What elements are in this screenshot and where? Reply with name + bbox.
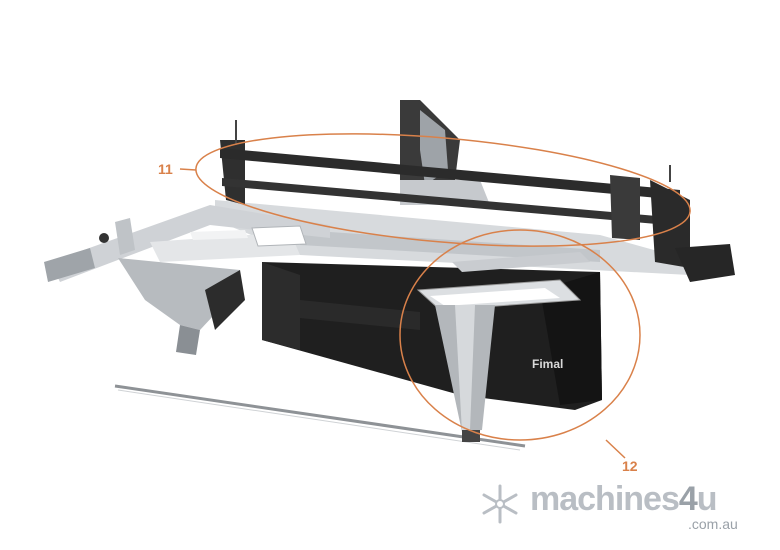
- watermark-domain: .com.au: [688, 516, 738, 532]
- support-table: [416, 252, 590, 442]
- blade-guard: [400, 100, 490, 205]
- callout-ellipse-11: [195, 133, 691, 247]
- left-support-leg: [118, 258, 245, 355]
- sliding-table: [44, 205, 330, 282]
- machine-brand-badge: Fimal: [532, 357, 563, 371]
- callout-label-12: 12: [622, 458, 638, 474]
- snowflake-logo-icon: [482, 484, 518, 524]
- watermark: machines4u .com.au: [478, 480, 768, 540]
- floor-rail: [114, 384, 526, 448]
- callout-ellipse-12: [399, 229, 641, 441]
- watermark-name-main: machines: [530, 480, 680, 518]
- callout-label-11: 11: [158, 161, 173, 177]
- rip-fence-assembly: [220, 120, 735, 282]
- callout-leader-11: [179, 168, 197, 171]
- watermark-name-tail: u: [696, 480, 718, 518]
- watermark-name: machines4u: [530, 480, 718, 519]
- callout-leader-12: [605, 439, 626, 459]
- watermark-name-digit: 4: [678, 480, 698, 518]
